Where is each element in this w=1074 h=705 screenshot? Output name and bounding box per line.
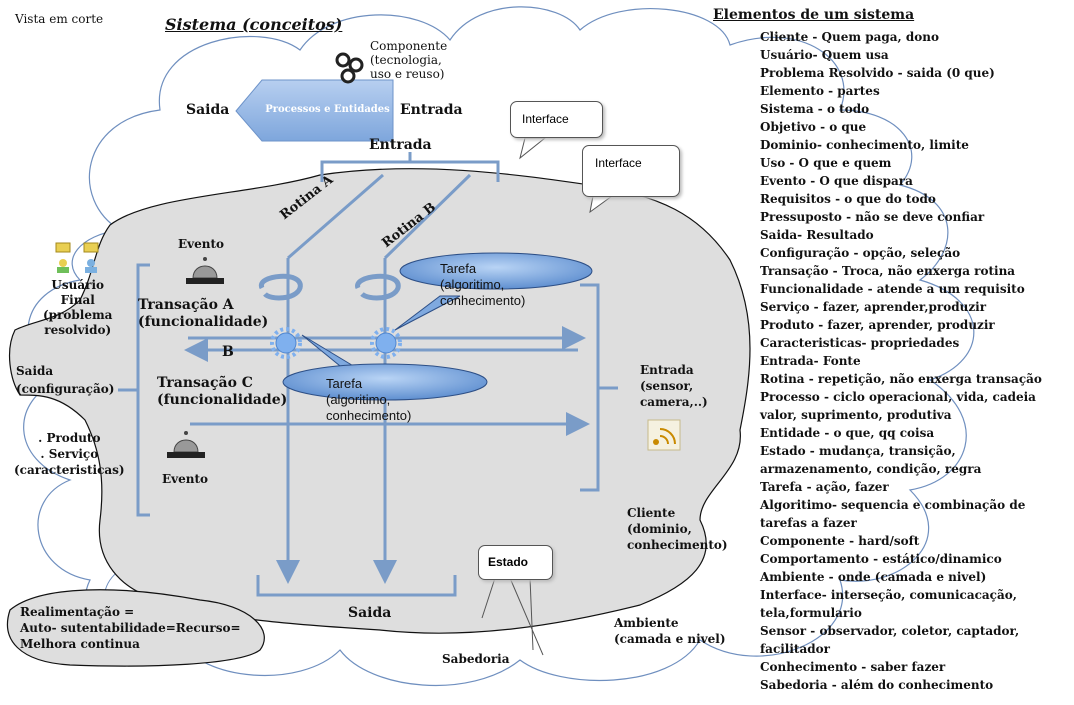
ambiente-label: Ambiente (camada e nivel) [614,616,726,646]
interface-callout: Interface [582,145,680,197]
element-definition-item: Uso - O que e quem [760,156,892,170]
user-icon [55,242,71,273]
element-definition-item: Usuário- Quem usa [760,48,889,62]
page-title: Sistema (conceitos) [165,15,343,34]
usuario-final-label: Usuário Final (problema resolvido) [43,278,113,337]
bell-icon [186,257,224,284]
estado-label: Estado [488,555,529,569]
evento-label: Evento [162,472,209,486]
element-definition-item: Caracteristicas- propriedades [760,336,960,350]
element-definition-item: Objetivo - o que [760,120,867,134]
element-definition-item: Pressuposto - não se deve confiar [760,210,985,224]
evento-label: Evento [178,237,225,251]
user-icon [83,242,99,273]
rotina-b-line [383,173,472,260]
feedback-blob [6,589,265,667]
interface-tail [519,137,547,160]
component-label: Componente (tecnologia, uso e reuso) [370,39,448,81]
component-gears-icon [335,52,364,84]
element-definition-item: Serviço - fazer, aprender,produzir [760,300,987,314]
saida-bottom-label: Saida [348,605,392,621]
tarefa-ellipse [399,252,593,290]
process-arrow-shape [235,79,394,142]
estado-callout: Estado [478,545,553,580]
element-definition-item: Dominio- conhecimento, limite [760,138,969,152]
sabedoria-label: Sabedoria [442,652,510,666]
element-definition-item: Elemento - partes [760,84,880,98]
element-definition-item: Entidade - o que, qq coisa [760,426,935,440]
interface-label: Interface [595,156,642,170]
element-definition-item: Ambiente - onde (camada e nivel) [760,570,987,584]
rotina-a-line [287,173,384,260]
entrada-top-label: Entrada [369,137,432,153]
element-definition-item: Comportamento - estático/dinamico [760,552,1002,566]
loop-arrow [258,273,303,301]
loop-arrow [355,273,401,301]
process-entrada-label: Entrada [400,102,463,118]
element-definition-item: Entrada- Fonte [760,354,861,368]
cloud-outline [23,6,975,686]
element-definition-item: Transação - Troca, não enxerga rotina [760,264,1016,278]
element-definition-item: Sabedoria - além do conhecimento [760,678,994,692]
element-definition-item: Evento - O que dispara [760,174,913,188]
elements-heading: Elementos de um sistema [713,7,915,23]
cliente-label: Cliente (dominio, conhecimento) [627,506,728,552]
process-saida-label: Saida [186,102,230,118]
realimentacao-label: Realimentação = Auto- sutentabilidade=Re… [20,605,241,651]
element-definition-item: Processo - ciclo operacional, vida, cade… [760,390,1036,422]
element-definition-item: Tarefa - ação, fazer [760,480,889,494]
process-label: Processos e Entidades [265,104,390,115]
gear-icon [270,327,302,359]
element-definition-item: Interface- interseção, comunicacação, te… [760,588,1017,620]
entrada-sensor-label: Entrada (sensor, camera,..) [640,363,708,409]
core-blob [9,168,751,634]
element-definition-item: Algoritimo- sequencia e combinação de ta… [760,498,1026,530]
saida-configuracao-label: Saida (configuração) [16,364,115,396]
tarefa-label: Tarefa (algoritimo, conhecimento) [326,376,412,423]
element-definition-item: Cliente - Quem paga, dono [760,30,940,44]
element-definition-item: Rotina - repetição, não enxerga transaçã… [760,372,1042,386]
transacao-b-label: B [222,344,234,360]
element-definition-item: Funcionalidade - atende a um requisito [760,282,1025,296]
element-definition-item: Componente - hard/soft [760,534,920,548]
element-definition-item: Configuração - opção, seleção [760,246,961,260]
element-definition-item: Requisitos - o que do todo [760,192,936,206]
element-definition-item: Problema Resolvido - saida (0 que) [760,66,995,80]
element-definition-item: Produto - fazer, aprender, produzir [760,318,995,332]
element-definition-item: Sistema - o todo [760,102,870,116]
estado-tail [481,577,544,656]
interface-callout: Interface [510,101,603,138]
tarefa-ellipse [282,363,488,401]
sensor-icon [647,419,681,451]
transacao-c-label: Transação C (funcionalidade) [157,375,288,408]
tarefa-pointer [394,295,461,331]
gear-icon [370,327,402,359]
element-definition-item: Saida- Resultado [760,228,874,242]
element-definition-item: Conhecimento - saber fazer [760,660,946,674]
transacao-a-label: Transação A (funcionalidade) [138,297,269,330]
interface-label: Interface [522,112,569,126]
element-definition-item: Sensor - observador, coletor, captador, … [760,624,1020,656]
view-label: Vista em corte [15,12,104,26]
tarefa-label: Tarefa (algoritimo, conhecimento) [440,261,526,308]
bottom-bracket [256,575,457,597]
bell-icon [167,431,205,458]
element-definition-item: Estado - mudança, transição, armazenamen… [760,444,982,476]
produto-servico-label: . Produto . Serviço (caracteristicas) [14,431,125,477]
